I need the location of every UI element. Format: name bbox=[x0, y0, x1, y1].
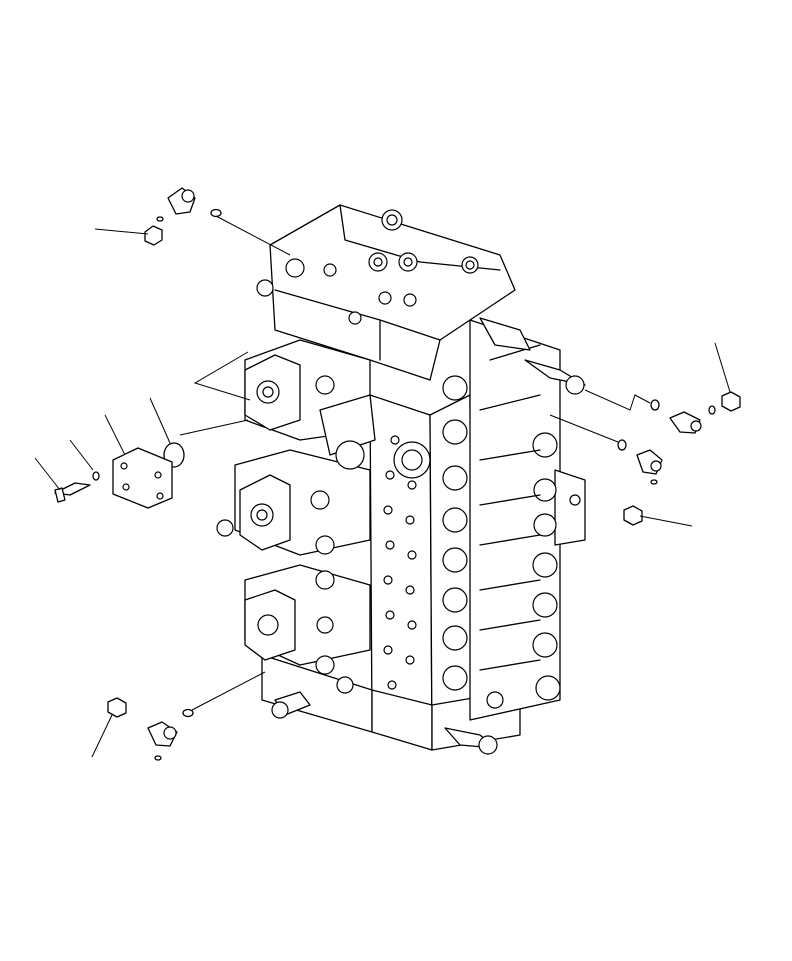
nut-top-left bbox=[94, 225, 163, 246]
nut-bottom-left bbox=[91, 697, 127, 758]
valve-port-holes bbox=[383, 435, 431, 690]
solenoid-connectors bbox=[271, 317, 586, 755]
elbow-fitting-bottom-left bbox=[147, 671, 266, 761]
elbow-fitting-right-upper bbox=[669, 405, 716, 434]
left-section-blocks bbox=[216, 354, 376, 694]
o-ring bbox=[149, 397, 185, 468]
top-cover-bolts bbox=[256, 209, 479, 325]
elbow-fitting-right-lower bbox=[636, 449, 663, 485]
right-spool-caps bbox=[442, 344, 581, 709]
cover-plate bbox=[104, 414, 173, 509]
washer bbox=[69, 439, 100, 481]
nut-right-upper bbox=[714, 342, 741, 412]
nut-right-lower bbox=[623, 505, 693, 527]
elbow-fitting-top-left bbox=[156, 187, 291, 256]
section-bracket bbox=[179, 351, 251, 436]
o-ring-right-lower bbox=[549, 414, 627, 451]
o-ring-right-upper bbox=[584, 389, 660, 411]
bolt bbox=[34, 457, 91, 503]
